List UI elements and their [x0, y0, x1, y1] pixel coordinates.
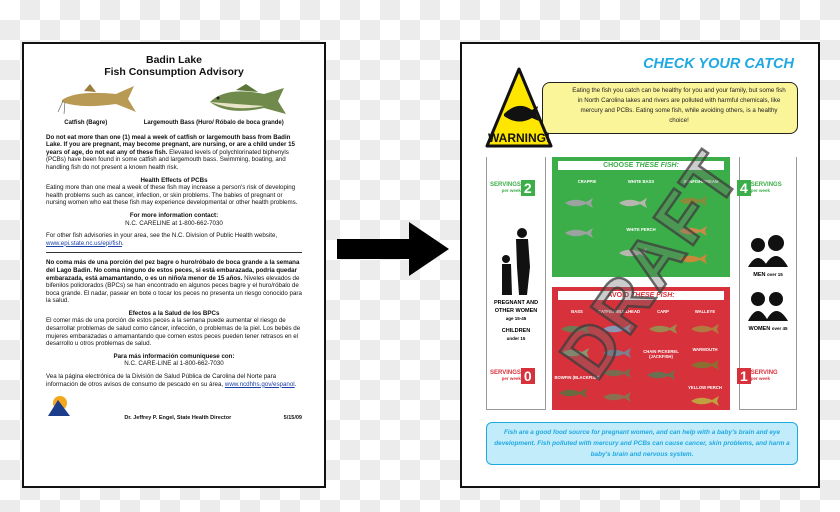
- fish-label: SUNFISH/BREAM: [683, 179, 719, 184]
- choose-heading: CHOOSE THESE FISH:: [558, 161, 724, 170]
- right-arrow-icon: [337, 222, 449, 276]
- avoid-fish-box: AVOID THESE FISH: BASS CATFISH/BULLHEAD CA…: [552, 287, 730, 410]
- choose-fish-box: CHOOSE THESE FISH: CRAPPIE WHITE BASS SUNF…: [552, 157, 730, 277]
- check-your-catch-document: CHECK YOUR CATCH Eating the fish you cat…: [460, 42, 820, 488]
- fish-image: [561, 324, 589, 334]
- mother-child-silhouette-icon: [502, 228, 530, 295]
- fish-image: [603, 368, 631, 378]
- bass-caption: Largemouth Bass (Huro/ Róbalo de boca gr…: [143, 120, 284, 126]
- fish-image: [603, 348, 631, 358]
- fish-image: [679, 226, 707, 236]
- catfish-image: [57, 84, 136, 115]
- fish-label: WHITE BASS: [627, 179, 655, 184]
- intro-box: Eating the fish you catch can be healthy…: [542, 82, 798, 134]
- signature: Dr. Jeffrey P. Engel, State Health Direc…: [124, 414, 232, 421]
- footer-info-box: Fish are a good food source for pregnant…: [486, 422, 798, 465]
- fish-image: [561, 348, 589, 358]
- fish-label: WARMOUTH: [692, 347, 718, 352]
- avoid-heading: AVOID THESE FISH:: [558, 291, 724, 300]
- women-silhouette-icon: [748, 292, 788, 321]
- fish-image: [603, 324, 631, 334]
- fish-label: CATFISH/BULLHEAD: [597, 309, 641, 314]
- fish-label: CHAIN PICKEREL (JACKFISH): [643, 349, 679, 359]
- section-heading: Health Effects of PCBs: [140, 176, 208, 184]
- fish-image: [649, 324, 677, 334]
- fish-label: WHITE PERCH: [626, 227, 656, 232]
- fish-image: [679, 196, 707, 206]
- poster-title: CHECK YOUR CATCH: [643, 56, 794, 72]
- fish-image: [619, 198, 647, 208]
- fish-label: BASS: [571, 309, 583, 314]
- fish-image: [603, 392, 631, 402]
- fish-image: [691, 360, 719, 370]
- date: 5/15/09: [283, 414, 302, 421]
- men-silhouette-icon: [748, 235, 788, 267]
- fish-image: [559, 388, 587, 398]
- ncdhhs-espanol-link[interactable]: www.ncdhhs.gov/espanol: [224, 380, 295, 388]
- fish-image: [565, 198, 593, 208]
- fish-image: [691, 396, 719, 406]
- fish-image: [679, 254, 707, 264]
- fish-image: [619, 248, 647, 258]
- fish-label: BOWFIN (BLACKFISH): [554, 375, 600, 380]
- epi-fish-link[interactable]: www.epi.state.nc.us/epi/fish: [46, 239, 123, 247]
- fish-image: [691, 324, 719, 334]
- men-older-women-panel: MEN over 15 WOMEN over 45: [739, 157, 797, 410]
- divider: [46, 252, 302, 254]
- largemouth-bass-image: [210, 84, 286, 114]
- catfish-caption: Catfish (Bagre): [64, 120, 108, 126]
- nc-public-health-logo: [46, 396, 72, 422]
- warning-fish-icon: WARNING!: [485, 67, 553, 148]
- fish-image: [647, 370, 675, 380]
- fish-image: [565, 228, 593, 238]
- warning-label: WARNING!: [488, 131, 550, 145]
- fish-label: CARP: [657, 309, 669, 314]
- fish-label: WALLEYE: [694, 309, 716, 314]
- fish-label: CRAPPIE: [577, 179, 597, 184]
- careline-phone: N.C. CARELINE at 1-800-662-7030: [125, 219, 223, 227]
- fish-label: YELLOW PERCH: [688, 385, 722, 390]
